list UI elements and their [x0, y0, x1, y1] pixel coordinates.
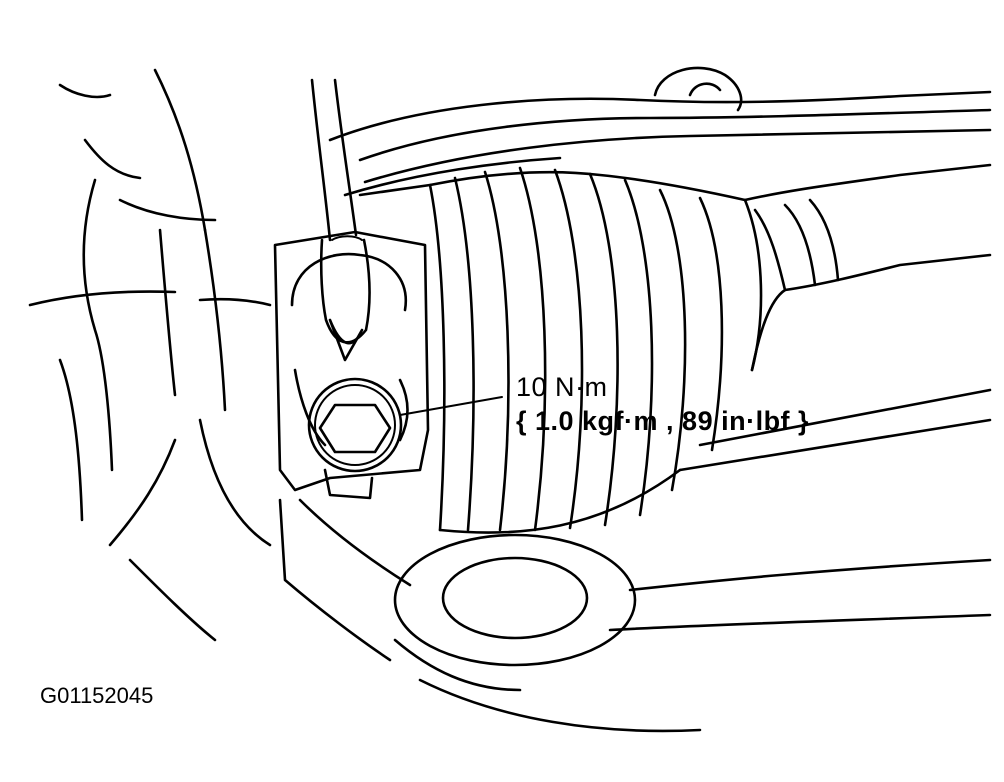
- left-frame-member: [28, 68, 272, 642]
- mounting-bracket: [273, 230, 430, 500]
- lower-arm-and-boss: [278, 498, 992, 733]
- hex-bolt-icon: [307, 377, 403, 473]
- steering-boot-bellows: [358, 166, 787, 534]
- callout-leader-line: [399, 396, 503, 416]
- upper-body-panel: [328, 66, 992, 197]
- torque-newton-meter: 10 N·m: [516, 372, 608, 402]
- right-tie-rod: [678, 163, 992, 472]
- figure-id: G01152045: [40, 683, 154, 708]
- torque-spec-label: 10 N·m { 1.0 kgf·m , 89 in·lbf }: [516, 370, 809, 438]
- upper-rod: [310, 78, 371, 362]
- torque-alt-units: { 1.0 kgf·m , 89 in·lbf }: [516, 406, 810, 436]
